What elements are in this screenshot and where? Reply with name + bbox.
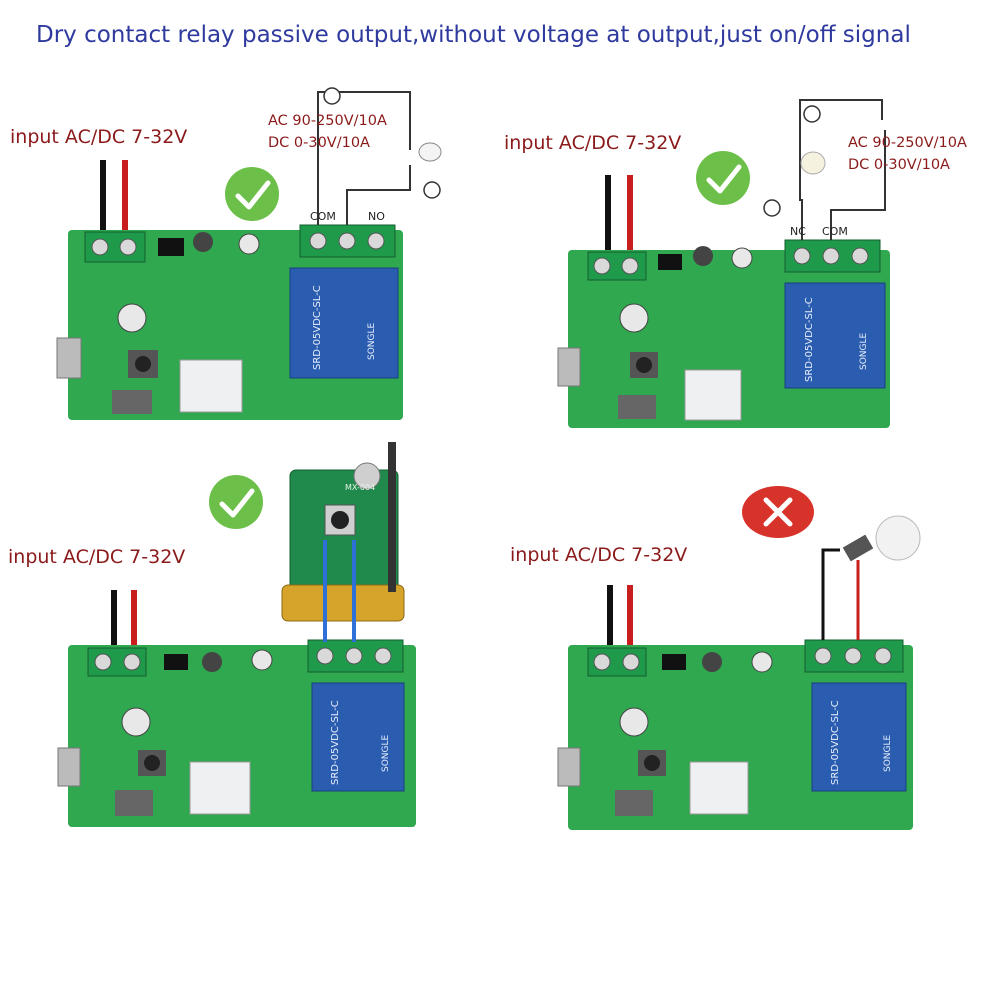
input-voltage-label: input AC/DC 7-32V <box>8 546 186 568</box>
lamp-icon <box>418 142 442 162</box>
relay-model-text: SRD-05VDC-SL-C <box>830 700 841 785</box>
panel-nc-com-wiring: SRD-05VDC-SL-C SONGLE input AC/DC 7-32V … <box>500 70 970 490</box>
lamp-icon <box>875 515 921 561</box>
spec-dc: DC 0-30V/10A <box>848 157 950 173</box>
antenna-icon <box>388 442 396 592</box>
panel-remote-module-wiring: SRD-05VDC-SL-C SONGLE MX-004 input AC/DC… <box>0 440 470 860</box>
spec-ac: AC 90-250V/10A <box>848 135 967 151</box>
board-diagram: SRD-05VDC-SL-C SONGLE <box>557 486 921 830</box>
relay-model-text: SRD-05VDC-SL-C <box>312 285 323 370</box>
lamp-icon <box>800 151 826 175</box>
module-label: MX-004 <box>345 483 375 492</box>
check-icon <box>696 151 750 205</box>
board-diagram: SRD-05VDC-SL-C SONGLE MX-004 <box>57 442 416 827</box>
relay-block <box>784 282 886 389</box>
relay-brand-text: SONGLE <box>367 322 377 360</box>
board-diagram: SRD-05VDC-SL-C SONGLE <box>557 99 890 428</box>
input-voltage-label: input AC/DC 7-32V <box>10 126 188 148</box>
check-icon <box>225 167 279 221</box>
relay-model-text: SRD-05VDC-SL-C <box>330 700 341 785</box>
terminal-label-com: COM <box>822 225 848 238</box>
input-voltage-label: input AC/DC 7-32V <box>510 544 688 566</box>
terminal-label-no: NO <box>368 210 385 223</box>
relay-brand-text: SONGLE <box>859 332 869 370</box>
relay-block <box>811 682 907 792</box>
relay-model-text: SRD-05VDC-SL-C <box>804 297 815 382</box>
battery-icon <box>281 584 405 622</box>
spec-ac: AC 90-250V/10A <box>268 113 387 129</box>
panel-incorrect-wiring: SRD-05VDC-SL-C SONGLE input AC/DC 7-32V <box>500 440 970 860</box>
relay-block <box>311 682 405 792</box>
spec-dc: DC 0-30V/10A <box>268 135 370 151</box>
page-heading: Dry contact relay passive output,without… <box>36 22 911 48</box>
terminal-label-nc: NC <box>790 225 806 238</box>
relay-brand-text: SONGLE <box>883 734 893 772</box>
check-icon <box>209 475 263 529</box>
relay-brand-text: SONGLE <box>381 734 391 772</box>
board-diagram: SRD-05VDC-SL-C SONGLE <box>56 87 442 420</box>
relay-block <box>289 267 399 379</box>
terminal-label-com: COM <box>310 210 336 223</box>
output-spec: AC 90-250V/10A DC 0-30V/10A <box>848 132 967 176</box>
panel-com-no-wiring: SRD-05VDC-SL-C SONGLE input AC/DC 7-32V … <box>0 70 470 490</box>
output-spec: AC 90-250V/10A DC 0-30V/10A <box>268 110 387 154</box>
input-voltage-label: input AC/DC 7-32V <box>504 132 682 154</box>
